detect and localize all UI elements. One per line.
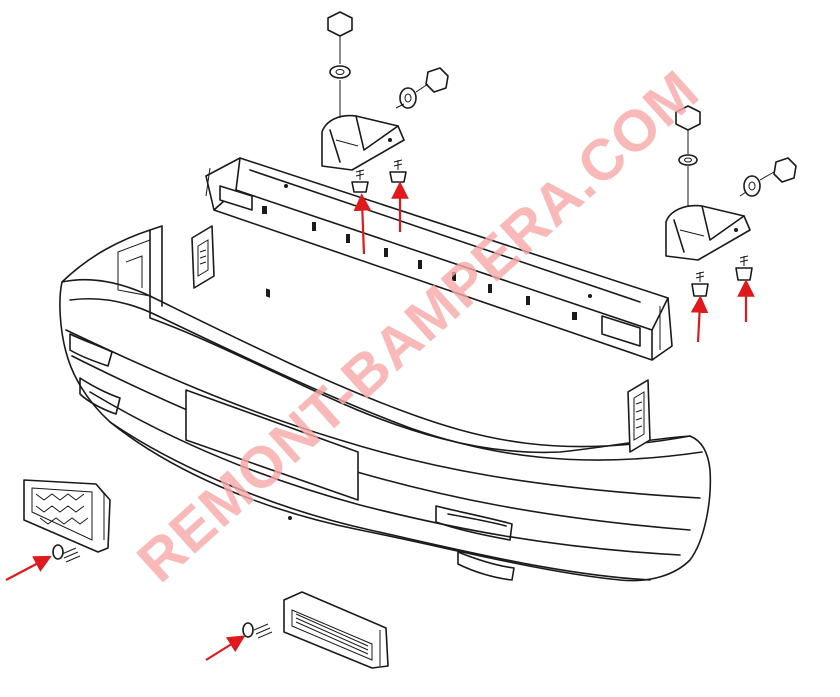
side-reflector — [23, 479, 111, 553]
left-side-guide — [191, 225, 215, 289]
bracket-nuts — [327, 11, 797, 206]
bumper-cover — [59, 225, 712, 582]
right-side-guide — [627, 379, 651, 453]
reflector-screw — [52, 544, 81, 563]
arrow-lamp-screw — [205, 635, 246, 661]
front-lamp — [283, 591, 389, 669]
lamp-screw — [242, 622, 273, 639]
red-arrows — [5, 181, 755, 661]
arrow-reflector-screw — [5, 555, 52, 581]
left-mounting-bracket — [321, 114, 405, 171]
reinforcement-beam — [205, 157, 673, 361]
right-mounting-bracket — [665, 204, 751, 261]
arrow-left-bolt-1 — [353, 193, 372, 255]
arrow-right-bolt-1 — [690, 295, 709, 343]
